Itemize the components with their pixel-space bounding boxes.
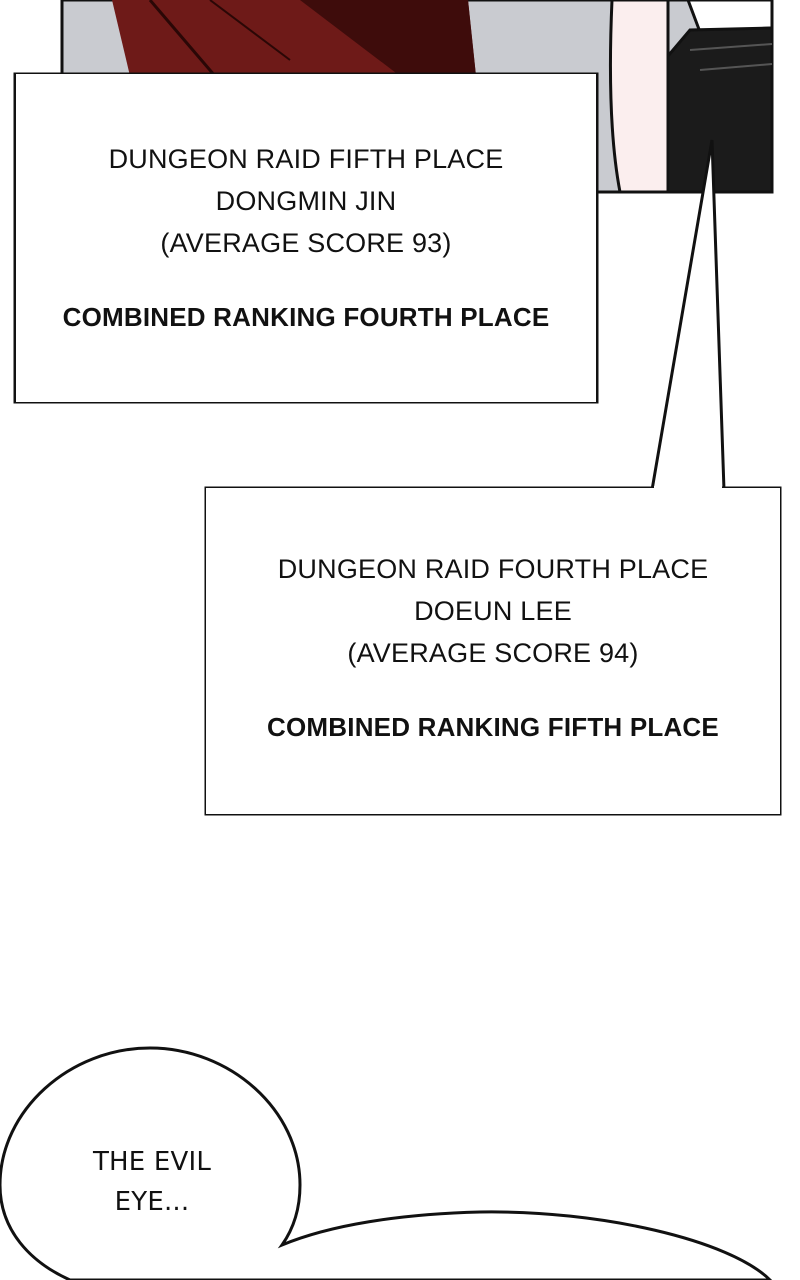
pants xyxy=(666,26,774,194)
caption-1-line-2: DONGMIN JIN xyxy=(215,186,397,216)
caption-1-ranking: COMBINED RANKING FOURTH PLACE xyxy=(62,302,550,332)
caption-2-lines: DUNGEON RAID FOURTH PLACE DOEUN LEE (AVE… xyxy=(206,548,780,674)
speech-line-1: THE EVIL xyxy=(92,1147,212,1177)
caption-1-lines: DUNGEON RAID FIFTH PLACE DONGMIN JIN (AV… xyxy=(16,138,596,264)
speech-line-2: EYE... xyxy=(114,1187,190,1217)
robe-fold xyxy=(148,0,217,77)
caption-2-ranking: COMBINED RANKING FIFTH PLACE xyxy=(267,712,719,742)
caption-1-line-3: (AVERAGE SCORE 93) xyxy=(160,228,452,258)
caption-2-line-3: (AVERAGE SCORE 94) xyxy=(347,638,639,668)
belt-line xyxy=(689,43,773,51)
caption-box-1: DUNGEON RAID FIFTH PLACE DONGMIN JIN (AV… xyxy=(16,74,596,402)
speech-bubble-text: THE EVIL EYE... xyxy=(62,1142,242,1222)
robe-shadow xyxy=(300,0,476,76)
caption-1-line-1: DUNGEON RAID FIFTH PLACE xyxy=(108,144,504,174)
caption-2-line-2: DOEUN LEE xyxy=(414,596,572,626)
caption-2-line-1: DUNGEON RAID FOURTH PLACE xyxy=(277,554,709,584)
robe-fold-2 xyxy=(209,0,291,61)
caption-box-2: DUNGEON RAID FOURTH PLACE DOEUN LEE (AVE… xyxy=(206,488,780,814)
pocket-line xyxy=(699,63,773,71)
arm xyxy=(608,0,670,194)
